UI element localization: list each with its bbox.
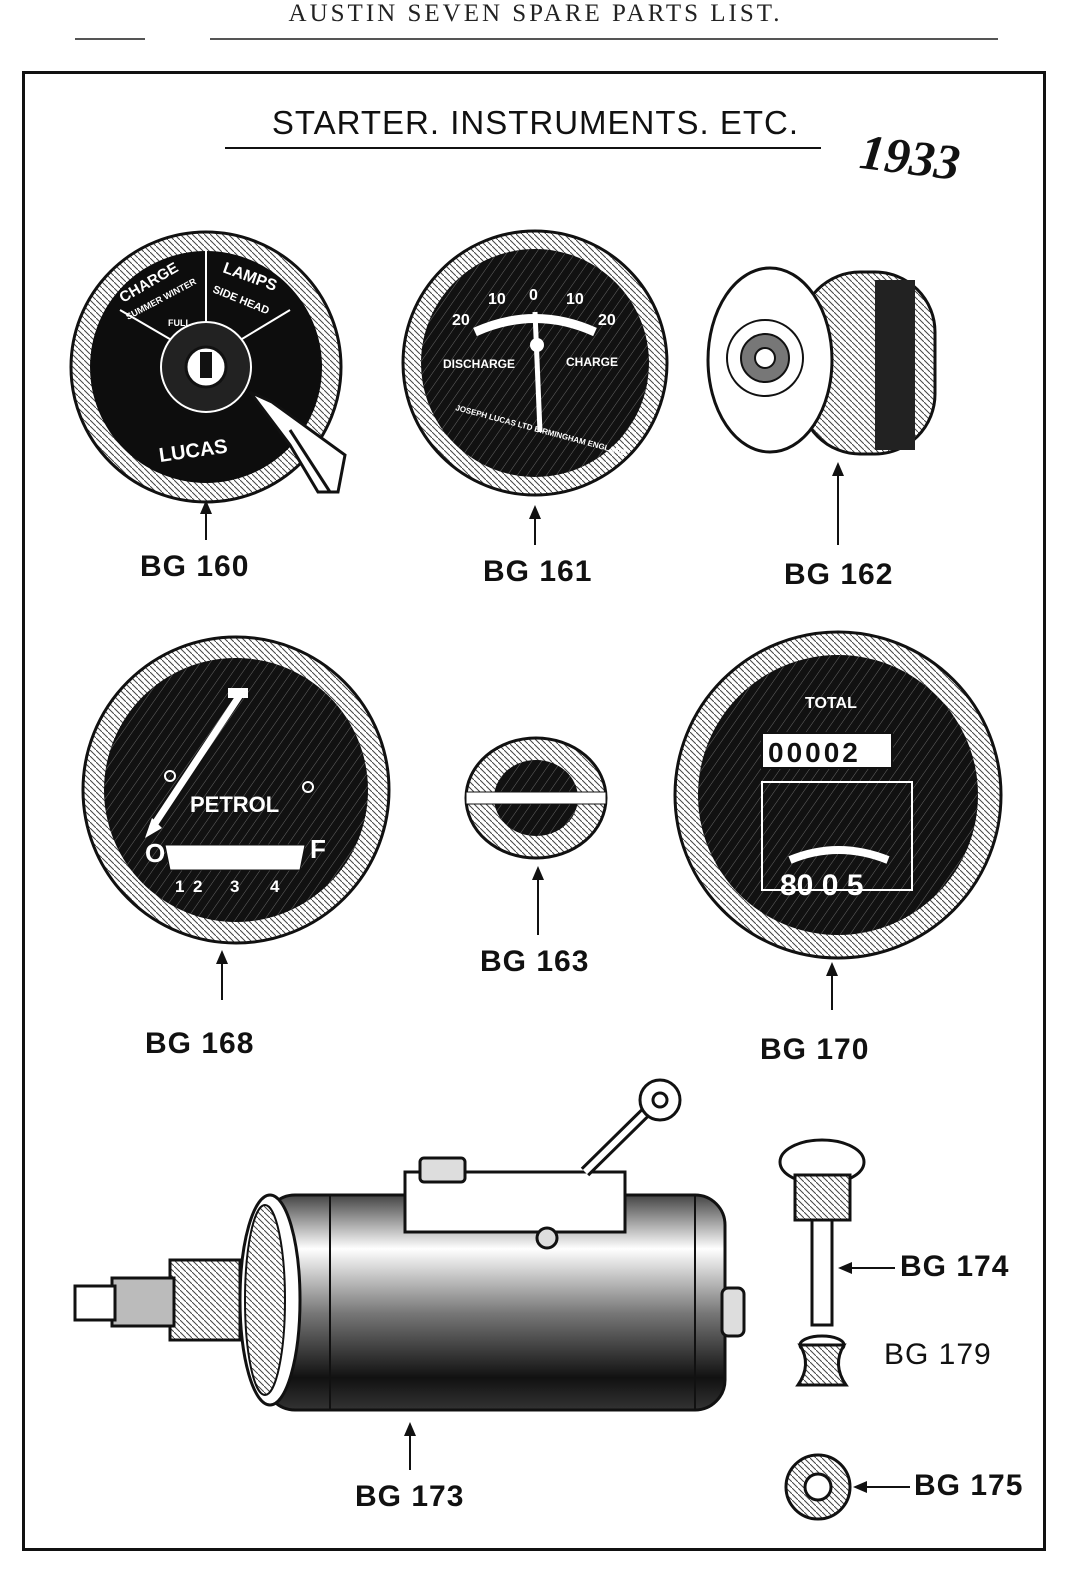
title-underline <box>225 147 821 149</box>
part-label-bg175: BG 175 <box>914 1469 1024 1502</box>
bg173-starter-motor <box>73 1078 746 1470</box>
petrol-scale-1: 1 <box>175 877 184 896</box>
bg174-push-rod <box>778 1138 895 1327</box>
ammeter-scale-0: 0 <box>529 287 538 304</box>
ammeter-scale-20-right: 20 <box>598 312 616 329</box>
bg179-ferrule <box>795 1334 849 1387</box>
ammeter-charge-text: CHARGE <box>566 355 618 369</box>
petrol-scale-3: 3 <box>230 877 239 896</box>
part-label-bg162: BG 162 <box>784 558 894 591</box>
speedo-trip-text: 80 0 5 <box>780 869 863 902</box>
part-label-bg179: BG 179 <box>884 1338 992 1371</box>
ammeter-scale-10-right: 10 <box>566 291 584 308</box>
part-label-bg161: BG 161 <box>483 555 593 588</box>
part-label-bg170: BG 170 <box>760 1033 870 1066</box>
bg163-bezel <box>464 736 608 935</box>
switch-full-text: FULL <box>168 318 191 328</box>
petrol-empty-text: O <box>145 838 165 868</box>
bg161-ammeter: 20 10 0 10 20 DISCHARGE CHARGE JOSEPH LU… <box>401 229 669 545</box>
part-label-bg160: BG 160 <box>140 550 250 583</box>
petrol-scale-4: 4 <box>270 877 280 896</box>
header-rule-right <box>210 38 998 40</box>
bg168-petrol-gauge: PETROL O F 1 2 3 4 <box>81 635 391 1000</box>
illustration-plate-frame <box>22 71 1046 1551</box>
plate-title: STARTER. INSTRUMENTS. ETC. <box>271 104 800 141</box>
speedo-odometer-text: 00002 <box>768 737 861 768</box>
part-label-bg173: BG 173 <box>355 1480 465 1513</box>
bg175-washer <box>784 1453 910 1521</box>
part-label-bg163: BG 163 <box>480 945 590 978</box>
petrol-scale-2: 2 <box>193 877 202 896</box>
part-label-bg174: BG 174 <box>900 1250 1010 1283</box>
ammeter-scale-20-left: 20 <box>452 312 470 329</box>
ammeter-discharge-text: DISCHARGE <box>443 357 515 371</box>
part-label-bg168: BG 168 <box>145 1027 255 1060</box>
header-rule-left <box>75 38 145 40</box>
ammeter-scale-10-left: 10 <box>488 291 506 308</box>
speedo-total-text: TOTAL <box>805 695 857 712</box>
running-header: AUSTIN SEVEN SPARE PARTS LIST. <box>288 0 783 27</box>
petrol-full-text: F <box>310 834 326 864</box>
petrol-label-text: PETROL <box>190 792 279 817</box>
bg170-speedometer: 00002 TOTAL 80 0 5 <box>673 630 1003 1010</box>
bg162-knob <box>706 266 937 545</box>
bg160-switch-dial: CHARGE SUMMER WINTER FULL LAMPS SIDE HEA… <box>69 230 347 540</box>
